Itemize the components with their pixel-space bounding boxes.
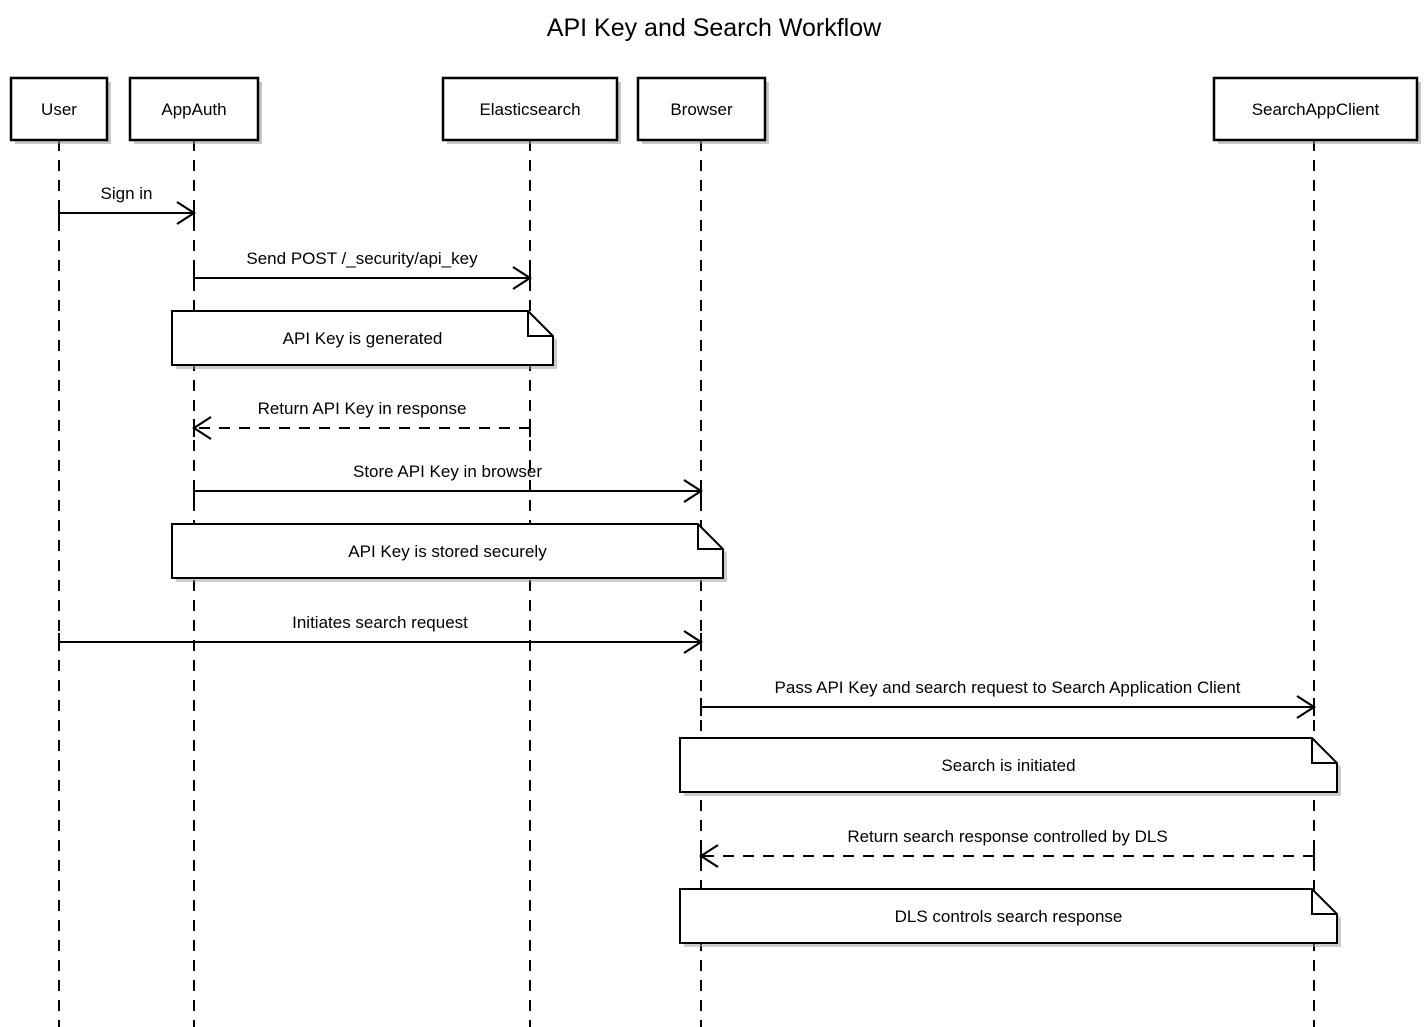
message-8: Pass API Key and search request to Searc…	[700, 678, 1317, 719]
messages-group: Sign in Send POST /_security/api_keyRetur…	[58, 184, 1317, 868]
note-11: DLS controls search response	[679, 888, 1341, 947]
note-label: Search is initiated	[941, 756, 1075, 775]
participants-group: User AppAuth Elasticsearch Browser SearchApp…	[9, 76, 1421, 144]
note-label: API Key is stored securely	[348, 542, 547, 561]
participant-box-appauth[interactable]	[128, 76, 260, 142]
message-7: Initiates search request	[58, 613, 704, 654]
note-fold-corner-icon	[527, 311, 553, 337]
note-6: API Key is stored securely	[171, 523, 727, 582]
message-arrowhead-icon	[683, 479, 704, 503]
participant-label-appauth: AppAuth	[161, 100, 226, 119]
participant-box-sac[interactable]	[1212, 76, 1419, 142]
message-5: Store API Key in browser	[193, 462, 704, 503]
note-body[interactable]	[171, 523, 724, 579]
message-label: Store API Key in browser	[353, 462, 542, 481]
note-body[interactable]	[171, 310, 554, 366]
message-arrowhead-icon	[683, 630, 704, 654]
note-9: Search is initiated	[679, 737, 1341, 796]
message-4: Return API Key in response	[191, 399, 531, 440]
note-fold-corner-icon	[1311, 738, 1337, 764]
note-body[interactable]	[679, 737, 1338, 793]
participant-label-browser: Browser	[670, 100, 733, 119]
message-label: Return search response controlled by DLS	[847, 827, 1167, 846]
note-fold-corner-icon	[1311, 889, 1337, 915]
participant-label-es: Elasticsearch	[479, 100, 580, 119]
note-body[interactable]	[679, 888, 1338, 944]
message-arrowhead-icon	[1296, 695, 1317, 719]
message-label: Sign in	[101, 184, 153, 203]
message-label: Return API Key in response	[258, 399, 467, 418]
diagram-title-group: API Key and Search Workflow	[547, 14, 882, 42]
note-3: API Key is generated	[171, 310, 557, 369]
lifelines-group	[58, 140, 1315, 1027]
note-fold-corner-icon	[697, 524, 723, 550]
message-arrowhead-icon	[512, 266, 533, 290]
participant-label-sac: SearchAppClient	[1252, 100, 1380, 119]
message-1: Sign in	[58, 184, 197, 225]
message-arrowhead-icon	[698, 844, 719, 868]
message-arrowhead-icon	[176, 201, 197, 225]
diagram-title: API Key and Search Workflow	[547, 14, 882, 42]
message-arrowhead-icon	[191, 416, 212, 440]
message-label: Pass API Key and search request to Searc…	[775, 678, 1241, 697]
note-label: API Key is generated	[283, 329, 443, 348]
message-2: Send POST /_security/api_key	[193, 249, 533, 290]
message-label: Initiates search request	[292, 613, 468, 632]
message-10: Return search response controlled by DLS	[698, 827, 1315, 868]
message-label: Send POST /_security/api_key	[246, 249, 478, 268]
participant-label-user: User	[41, 100, 77, 119]
participant-box-browser[interactable]	[636, 76, 767, 142]
note-label: DLS controls search response	[895, 907, 1123, 926]
participant-box-es[interactable]	[441, 76, 619, 142]
participant-box-user[interactable]	[9, 76, 109, 142]
